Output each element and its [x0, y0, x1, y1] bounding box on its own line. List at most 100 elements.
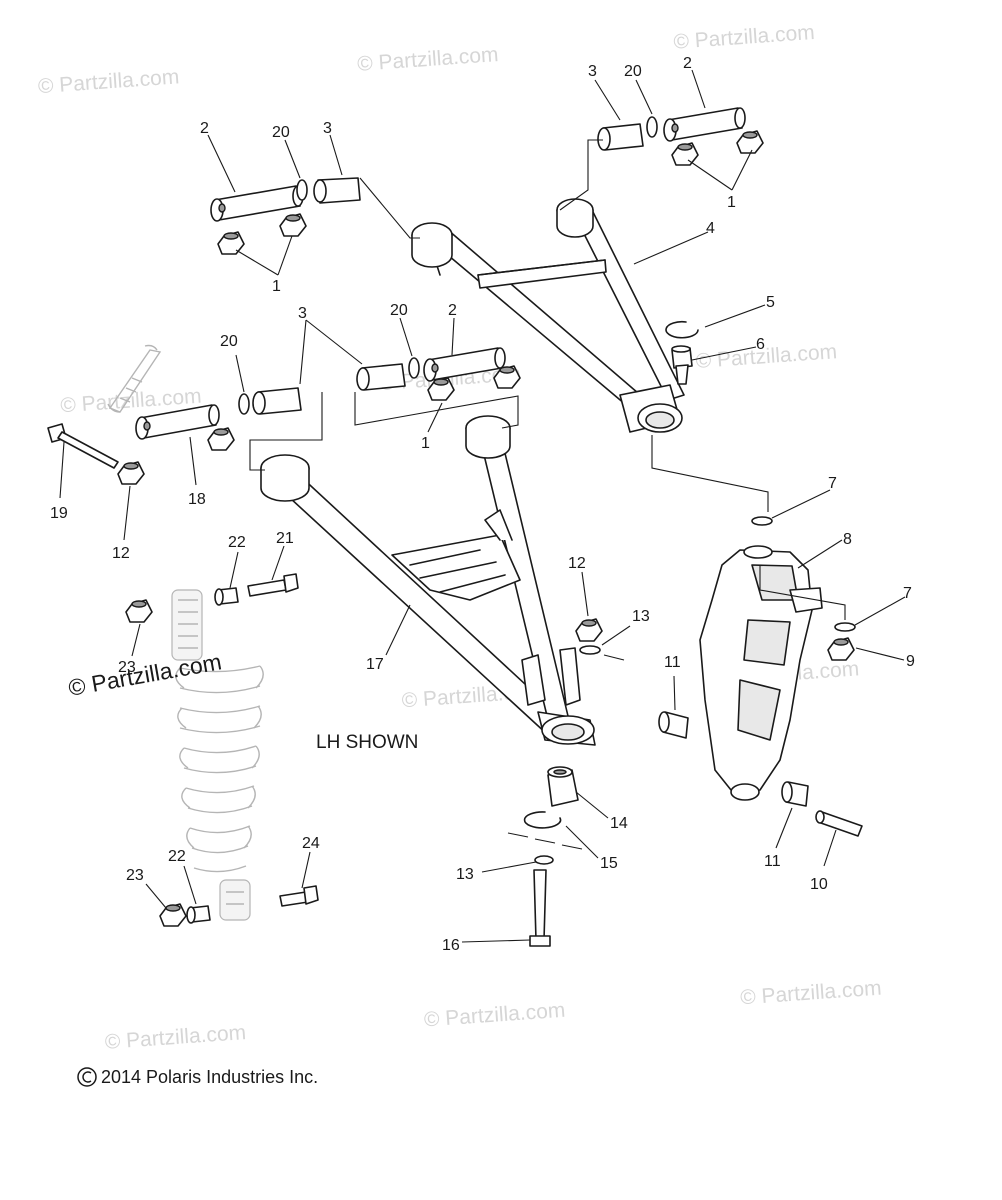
leader-lines	[59, 69, 906, 943]
ball-joint	[547, 766, 579, 807]
callout-number: 20	[390, 302, 408, 319]
callout-number: 7	[828, 475, 837, 492]
watermark: © Partzilla.com	[104, 1021, 247, 1054]
snap-ring	[523, 811, 562, 829]
washer	[579, 645, 601, 655]
spacer-sleeve	[186, 905, 211, 924]
washer	[834, 622, 856, 632]
callout-number: 16	[442, 937, 460, 954]
bushing	[356, 363, 406, 391]
watermark: © Partzilla.com	[356, 43, 499, 76]
callout-number: 22	[228, 534, 246, 551]
flange-nut	[217, 231, 245, 255]
watermark-prominent: © Partzilla.com	[66, 648, 223, 701]
callout-number: 21	[276, 530, 294, 547]
pivot-pin-lower-rear	[423, 347, 506, 382]
dash-line	[534, 838, 556, 844]
callout-number: 3	[323, 120, 332, 137]
callout-number: 20	[220, 333, 238, 350]
pivot-pin-upper-right	[663, 107, 746, 142]
ghost-shock-upper	[107, 344, 162, 413]
callout-number: 15	[600, 855, 618, 872]
callout-number: 13	[632, 608, 650, 625]
dash-line	[603, 654, 625, 661]
callout-number: 4	[706, 220, 715, 237]
callout-number: 10	[810, 876, 828, 893]
steering-knuckle	[699, 545, 823, 801]
hex-nut	[827, 637, 855, 661]
callout-number: 11	[664, 654, 681, 671]
callout-number: 2	[683, 55, 692, 72]
upper-a-arm	[411, 198, 685, 433]
callout-number: 22	[168, 848, 186, 865]
thrust-washer	[238, 393, 250, 415]
orientation-note: LH SHOWN	[316, 732, 418, 753]
bushing	[313, 177, 361, 204]
callout-number: 1	[272, 278, 281, 295]
flange-nut	[736, 130, 764, 154]
callout-number: 12	[112, 545, 130, 562]
copyright-icon	[77, 1067, 97, 1087]
washer	[751, 516, 773, 526]
callout-number: 2	[200, 120, 209, 137]
shock-mount-bolt	[247, 573, 299, 597]
callout-number: 20	[624, 63, 642, 80]
watermark: © Partzilla.com	[423, 999, 566, 1032]
watermark: © Partzilla.com	[673, 21, 816, 54]
dash-line	[561, 844, 583, 850]
callout-number: 1	[727, 194, 736, 211]
knuckle-pin	[815, 810, 863, 837]
retaining-ring	[665, 320, 699, 339]
flange-nut	[493, 365, 521, 389]
spacer-sleeve	[214, 587, 239, 606]
flange-nut	[125, 599, 153, 623]
callout-number: 17	[366, 656, 384, 673]
flange-nut	[671, 142, 699, 166]
bushing	[252, 387, 302, 415]
copyright-icon-c	[82, 1071, 92, 1083]
shock-mount-bolt	[279, 885, 319, 907]
washer	[534, 855, 554, 865]
callout-number: 2	[448, 302, 457, 319]
flange-nut	[117, 461, 145, 485]
flange-nut	[207, 427, 235, 451]
callout-number: 12	[568, 555, 586, 572]
callout-labels: 2 20 3 1 3 20 2 1 4 5 6 3 20 2 1 20 19 1…	[50, 55, 915, 954]
flange-nut	[159, 903, 187, 927]
flange-nut	[575, 618, 603, 642]
callout-number: 5	[766, 294, 775, 311]
callout-number: 23	[118, 659, 136, 676]
knuckle-bushing	[658, 711, 689, 739]
watermark: © Partzilla.com	[37, 65, 180, 98]
callout-number: 24	[302, 835, 320, 852]
callout-number: 14	[610, 815, 628, 832]
copyright-line: 2014 Polaris Industries Inc.	[77, 1067, 318, 1087]
watermark-layer: © Partzilla.com © Partzilla.com © Partzi…	[37, 21, 882, 1054]
bushing	[597, 123, 644, 151]
thrust-washer	[408, 357, 420, 379]
dash-line	[507, 832, 529, 838]
pinch-bolt	[529, 869, 551, 947]
callout-number: 8	[843, 531, 852, 548]
callout-number: 7	[903, 585, 912, 602]
watermark: © Partzilla.com	[695, 340, 838, 373]
callout-number: 1	[421, 435, 430, 452]
knuckle-bushing	[781, 781, 809, 807]
callout-number: 13	[456, 866, 474, 883]
callout-number: 3	[298, 305, 307, 322]
flange-nut	[279, 213, 307, 237]
flange-nut	[427, 377, 455, 401]
callout-number: 6	[756, 336, 765, 353]
callout-number: 23	[126, 867, 144, 884]
ghost-shock-spring	[171, 589, 264, 921]
shock-bolt-long	[47, 423, 119, 469]
callout-number: 18	[188, 491, 206, 508]
thrust-washer	[646, 116, 658, 138]
callout-number: 19	[50, 505, 68, 522]
thrust-washer	[296, 179, 308, 201]
callout-number: 20	[272, 124, 290, 141]
callout-number: 11	[764, 853, 781, 870]
pivot-pin-lower-front	[135, 404, 220, 440]
callout-number: 9	[906, 653, 915, 670]
